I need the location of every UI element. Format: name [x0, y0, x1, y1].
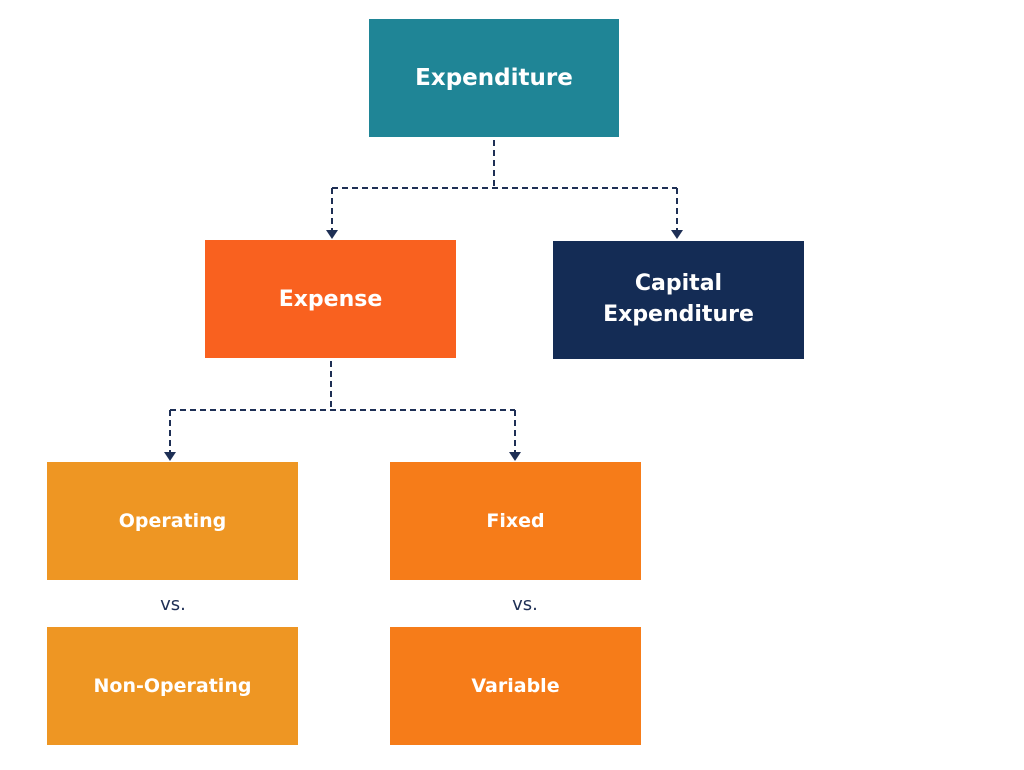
node-fixed-label: Fixed: [486, 510, 545, 532]
node-operating-label: Operating: [118, 510, 227, 532]
node-expense: Expense: [205, 240, 456, 358]
node-expenditure: Expenditure: [369, 19, 619, 137]
node-fixed: Fixed: [390, 462, 641, 580]
arrow-to-expense: [326, 230, 338, 239]
arrow-to-fixed: [509, 452, 521, 461]
arrow-to-capital: [671, 230, 683, 239]
node-expenditure-label: Expenditure: [415, 65, 573, 91]
node-variable: Variable: [390, 627, 641, 745]
node-variable-label: Variable: [471, 675, 560, 697]
vs-label-operating: vs.: [160, 594, 186, 615]
node-operating: Operating: [47, 462, 298, 580]
node-non-operating: Non-Operating: [47, 627, 298, 745]
node-capital-label-line1: Capital: [634, 271, 723, 297]
node-capital-label-line2: Expenditure: [603, 302, 754, 327]
arrow-to-operating: [164, 452, 176, 461]
node-non-operating-label: Non-Operating: [93, 675, 252, 697]
vs-label-fixed: vs.: [512, 594, 538, 615]
node-expense-label: Expense: [278, 286, 383, 312]
node-capital-expenditure: Capital Expenditure: [553, 241, 804, 359]
